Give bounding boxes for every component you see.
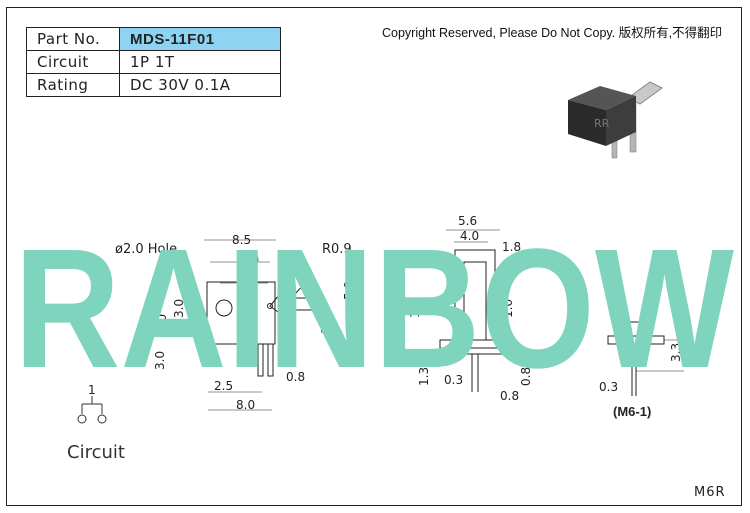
spec-label: Rating	[26, 73, 120, 97]
dim-text: 1.5	[319, 315, 333, 334]
dim-text: 1.8	[502, 240, 521, 254]
dim-text: 0.8	[500, 389, 519, 403]
m6-label: (M6-1)	[613, 404, 652, 419]
dim-text: 5.6	[458, 214, 477, 228]
copyright-notice: Copyright Reserved, Please Do Not Copy. …	[382, 26, 723, 40]
m6-dimensions: 3.3 0.3	[599, 343, 683, 394]
dim-text: 8.0	[236, 398, 255, 412]
circuit-label: Circuit	[67, 442, 125, 463]
dim-text: 0.3	[599, 380, 618, 394]
dim-text: 6.0	[155, 314, 169, 333]
dim-text: 3.0	[172, 299, 186, 318]
terminal-number: 1	[88, 383, 96, 397]
dim-text: 1.3	[417, 367, 431, 386]
part-number-value: MDS-11F01	[119, 27, 281, 51]
dim-text: 3.0	[153, 351, 167, 370]
side-view-dimensions: 5.6 4.0 1.8 1.2 1.0 1.3 0.3 0.8 0.8	[408, 214, 533, 403]
spec-table: Part No. MDS-11F01 Circuit 1P 1T Rating …	[26, 27, 281, 97]
front-view	[204, 239, 356, 411]
dim-text: 2.5	[214, 379, 233, 393]
side-view	[439, 229, 509, 392]
circuit-symbol	[77, 396, 107, 424]
dim-text: 0.8	[286, 370, 305, 384]
dim-text: 1.2	[408, 299, 422, 318]
radius-label: R0.9	[322, 242, 352, 257]
front-view-dimensions: 8.5 7.0 6.0 ø2.0 Hole R0.9 3.0 6.0 5.0 1…	[115, 233, 356, 412]
dim-text: 4.0	[460, 229, 479, 243]
photo-logo: RR	[594, 117, 610, 130]
watermark-text: RAINBOW	[14, 214, 734, 404]
drawing-frame	[6, 7, 742, 506]
product-photo: RR	[568, 81, 663, 159]
dim-text: 0.3	[444, 373, 463, 387]
dim-text: 3.3	[669, 343, 683, 362]
dim-text: 1.0	[501, 299, 515, 318]
hole-label: ø2.0 Hole	[115, 242, 177, 257]
m6-view	[607, 321, 684, 396]
spec-row-part-no: Part No. MDS-11F01	[26, 27, 281, 51]
spec-row-rating: Rating DC 30V 0.1A	[26, 73, 281, 97]
dim-text: 0.8	[519, 367, 533, 386]
spec-label: Circuit	[26, 50, 120, 74]
dim-text: 8.5	[232, 233, 251, 247]
dim-text: 6.0	[238, 273, 257, 287]
drawing-code: M6R	[694, 485, 726, 500]
dim-text: 5.0	[342, 281, 356, 300]
dim-text: 7.0	[240, 253, 259, 267]
rating-value: DC 30V 0.1A	[119, 73, 281, 97]
